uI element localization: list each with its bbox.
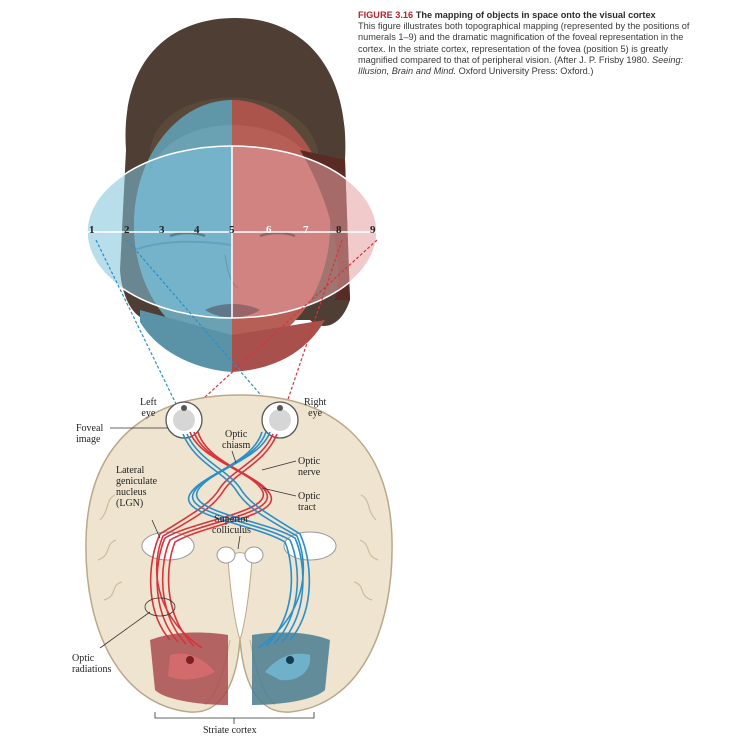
- field-number-2: 2: [124, 224, 130, 236]
- projection-lines: [95, 239, 378, 409]
- label-right-eye: Right eye: [304, 397, 327, 419]
- field-number-8: 8: [336, 224, 342, 236]
- visual-field: [86, 145, 378, 319]
- label-optic-radiations: Optic radiations: [72, 653, 112, 675]
- blue-pathway: [182, 431, 311, 649]
- label-optic-tract: Optic tract: [298, 491, 321, 513]
- field-number-6: 6: [266, 224, 272, 236]
- right-eye-icon: [261, 401, 299, 439]
- caption-title: The mapping of objects in space onto the…: [415, 10, 656, 20]
- label-lgn: Lateral geniculate nucleus (LGN): [116, 465, 158, 509]
- field-number-9: 9: [370, 224, 376, 236]
- label-optic-nerve: Optic nerve: [298, 456, 321, 478]
- field-number-5: 5: [229, 224, 235, 236]
- field-number-3: 3: [159, 224, 165, 236]
- label-superior-colliculus: Superior colliculus: [212, 514, 251, 536]
- field-number-1: 1: [89, 224, 95, 236]
- caption-figure-label: FIGURE 3.16: [358, 10, 414, 20]
- figure-caption: FIGURE 3.16 The mapping of objects in sp…: [358, 10, 708, 77]
- field-number-7: 7: [303, 224, 309, 236]
- caption-ref-title: Seeing: Illusion, Brain and Mind.: [358, 54, 684, 77]
- label-left-eye: Left eye: [140, 397, 157, 419]
- label-striate-cortex: Striate cortex: [203, 725, 257, 736]
- caption-ref-rest: Oxford University Press: Oxford.): [458, 66, 594, 77]
- label-foveal-image: Foveal image: [76, 423, 104, 445]
- label-optic-chiasm: Optic chiasm: [222, 429, 251, 451]
- leader-lines: [99, 427, 315, 724]
- caption-body: This figure illustrates both topographic…: [358, 21, 690, 65]
- left-eye-icon: [165, 401, 203, 439]
- field-number-4: 4: [194, 224, 200, 236]
- brain-cross-section: [85, 394, 393, 713]
